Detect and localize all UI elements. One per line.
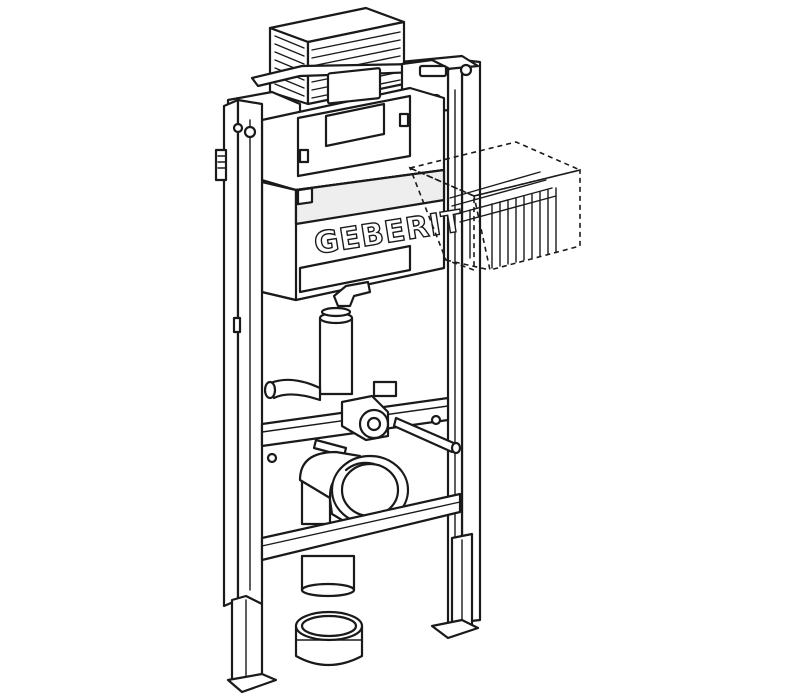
lower-crossbar	[260, 492, 462, 562]
pipe-end-cap	[294, 610, 364, 666]
drain-pipe	[300, 554, 356, 598]
control-panel	[260, 67, 446, 192]
fixing-rods	[312, 394, 462, 458]
optional-side-box	[407, 141, 583, 272]
concealed-cistern: GEBERIT	[260, 168, 466, 308]
flush-pipe	[263, 306, 354, 402]
frame-legs	[226, 532, 480, 694]
left-rail-frame	[214, 98, 264, 608]
drain-bend	[298, 450, 410, 526]
